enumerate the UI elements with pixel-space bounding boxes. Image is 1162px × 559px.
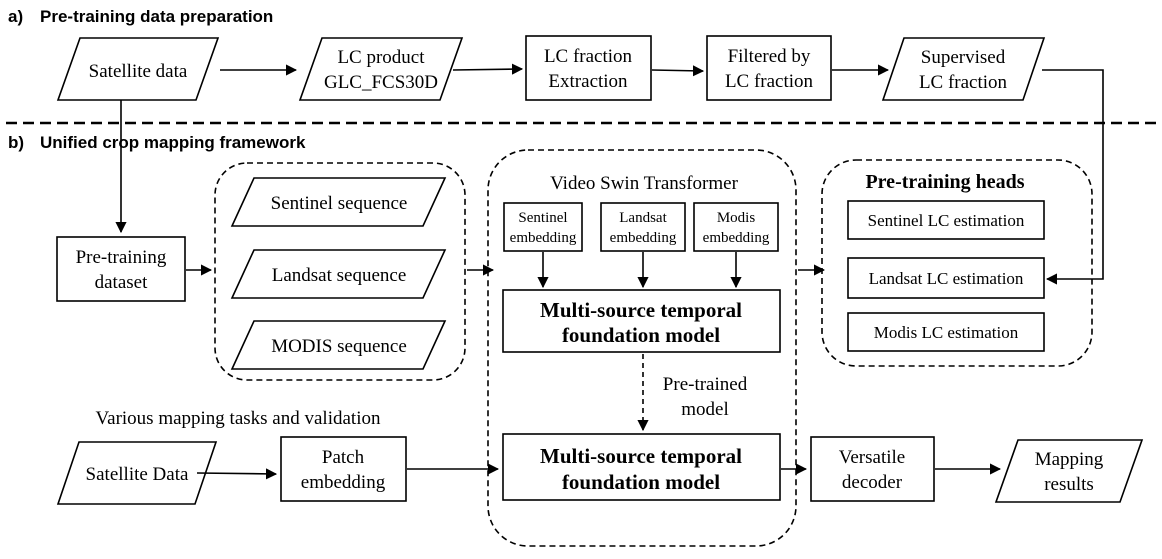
section-b-label: b): [8, 133, 24, 152]
patch-embedding-line2: embedding: [301, 472, 386, 493]
arrow-extraction-to-filtered: [651, 65, 705, 77]
supervised-parallelogram: [881, 37, 1046, 101]
arrow-lc-product-to-extraction: [452, 63, 524, 75]
video-swin-transformer-label: Video Swin Transformer: [550, 173, 738, 194]
pretrained-model-line1: Pre-trained: [663, 374, 748, 395]
sentinel-embedding-line2: embedding: [510, 230, 577, 246]
landsat-sequence-text: Landsat sequence: [272, 265, 407, 286]
sentinel-embedding-line1: Sentinel: [518, 210, 567, 226]
task-satellite-parallelogram: [56, 441, 218, 505]
prep-satellite-parallelogram: [56, 37, 220, 101]
landsat-embedding-line1: Landsat: [619, 210, 667, 226]
task-satellite-text: Satellite Data: [86, 464, 189, 485]
lc-product-line1: LC product: [337, 47, 425, 68]
sentinel-lc-head-box: [847, 200, 1045, 240]
section-a-title: Pre-training data preparation: [40, 7, 273, 26]
lc-fraction-line2: Extraction: [548, 71, 628, 92]
mapping-results-line2: results: [1044, 474, 1094, 495]
landsat-lc-head-text: Landsat LC estimation: [869, 269, 1024, 288]
mapping-results-line1: Mapping: [1035, 449, 1104, 470]
landsat-embedding-line2: embedding: [610, 230, 677, 246]
decoder-line2: decoder: [842, 472, 903, 493]
lc-product-parallelogram: [298, 37, 464, 101]
filtered-line1: Filtered by: [728, 46, 811, 67]
arrow-supervised-to-heads: [1042, 69, 1104, 285]
lc-fraction-line1: LC fraction: [544, 46, 633, 67]
modis-embedding-line2: embedding: [703, 230, 770, 246]
sentinel-embedding-box: [503, 202, 583, 252]
foundation-model-pretrain-line2: foundation model: [562, 323, 720, 347]
foundation-model-pretrain-box: [502, 289, 781, 353]
patch-embedding-line1: Patch: [322, 447, 365, 468]
sentinel-lc-head-text: Sentinel LC estimation: [868, 211, 1025, 230]
pretraining-heads-group: [821, 159, 1093, 367]
video-swin-transformer-group: [487, 149, 797, 547]
pretrained-model-line2: model: [681, 399, 729, 420]
filtered-box: [706, 35, 832, 101]
foundation-model-pretrain-line1: Multi-source temporal: [540, 298, 742, 322]
dataset-line2: dataset: [95, 272, 148, 293]
landsat-sequence-parallelogram: [230, 249, 447, 299]
versatile-decoder-box: [810, 436, 935, 502]
modis-embedding-box: [693, 202, 779, 252]
section-a-label: a): [8, 7, 23, 26]
modis-sequence-parallelogram: [230, 320, 447, 370]
pretraining-heads-title: Pre-training heads: [865, 171, 1024, 193]
modis-embedding-line1: Modis: [717, 210, 756, 226]
sentinel-sequence-text: Sentinel sequence: [271, 193, 408, 214]
supervised-line1: Supervised: [921, 47, 1006, 68]
lc-product-line2: GLC_FCS30D: [324, 72, 438, 93]
dataset-line1: Pre-training: [76, 247, 167, 268]
mapping-results-parallelogram: [994, 439, 1144, 503]
tasks-title: Various mapping tasks and validation: [96, 408, 381, 429]
landsat-lc-head-box: [847, 257, 1045, 299]
pretraining-dataset-box: [56, 236, 186, 302]
foundation-model-task-box: [502, 433, 781, 501]
foundation-model-task-line2: foundation model: [562, 470, 720, 494]
sequences-group: [214, 162, 466, 381]
foundation-model-task-line1: Multi-source temporal: [540, 444, 742, 468]
supervised-line2: LC fraction: [919, 72, 1008, 93]
modis-lc-head-text: Modis LC estimation: [874, 323, 1019, 342]
lc-fraction-extraction-box: [525, 35, 652, 101]
prep-satellite-text: Satellite data: [89, 61, 188, 82]
section-b-title: Unified crop mapping framework: [40, 133, 306, 152]
modis-sequence-text: MODIS sequence: [271, 336, 407, 357]
decoder-line1: Versatile: [839, 447, 905, 468]
patch-embedding-box: [280, 436, 407, 502]
filtered-line2: LC fraction: [725, 71, 814, 92]
arrow-task-satellite-to-patch: [196, 468, 278, 480]
modis-lc-head-box: [847, 312, 1045, 352]
landsat-embedding-box: [600, 202, 686, 252]
sentinel-sequence-parallelogram: [230, 177, 447, 227]
